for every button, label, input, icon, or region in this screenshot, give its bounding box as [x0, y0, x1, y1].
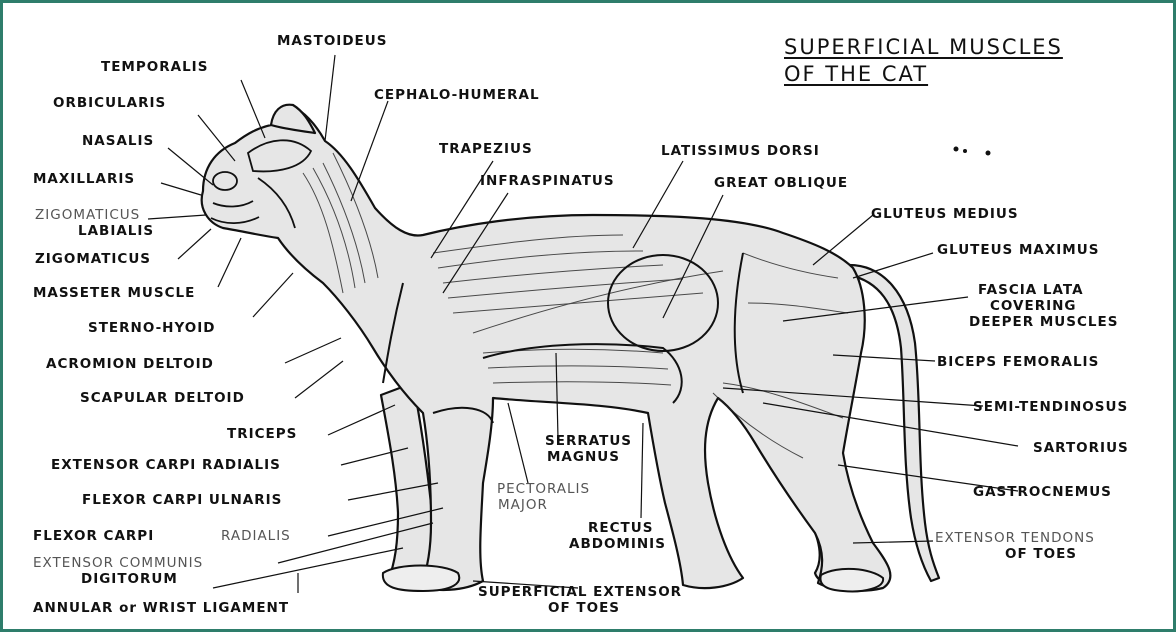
- label-superficial-extensor-2: OF TOES: [548, 602, 620, 616]
- label-flexor-carpi-radialis-b: RADIALIS: [221, 530, 291, 544]
- label-triceps: TRICEPS: [227, 428, 297, 442]
- diagram-title-line1: SUPERFICIAL MUSCLES: [784, 36, 1063, 59]
- front-paw: [383, 566, 459, 592]
- label-infraspinatus: INFRASPINATUS: [480, 175, 615, 189]
- label-rectus-2: ABDOMINIS: [569, 538, 666, 552]
- label-latissimus-dorsi: LATISSIMUS DORSI: [661, 145, 820, 159]
- label-serratus-1: SERRATUS: [545, 435, 632, 449]
- label-pectoralis-2: MAJOR: [498, 499, 548, 513]
- label-masseter-muscle: MASSETER MUSCLE: [33, 287, 195, 301]
- label-semi-tendinosus: SEMI-TENDINOSUS: [973, 401, 1128, 415]
- label-scapular-deltoid: SCAPULAR DELTOID: [80, 392, 245, 406]
- label-fascia-lata-1: FASCIA LATA: [978, 284, 1084, 298]
- label-zigomaticus-labialis-1: ZIGOMATICUS: [35, 209, 140, 223]
- label-extensor-carpi-radialis: EXTENSOR CARPI RADIALIS: [51, 459, 281, 473]
- label-extensor-tendons-1: EXTENSOR TENDONS: [935, 532, 1095, 546]
- label-great-oblique: GREAT OBLIQUE: [714, 177, 848, 191]
- label-annular-ligament: ANNULAR or WRIST LIGAMENT: [33, 602, 289, 616]
- label-temporalis: TEMPORALIS: [101, 61, 208, 75]
- label-sterno-hyoid: STERNO-HYOID: [88, 322, 215, 336]
- label-rectus-1: RECTUS: [588, 522, 653, 536]
- label-gastrocnemus: GASTROCNEMUS: [973, 486, 1112, 500]
- label-cephalo-humeral: CEPHALO-HUMERAL: [374, 89, 540, 103]
- diagram-title-line2: OF THE CAT: [784, 63, 928, 86]
- label-superficial-extensor-1: SUPERFICIAL EXTENSOR: [478, 586, 682, 600]
- label-gluteus-maximus: GLUTEUS MAXIMUS: [937, 244, 1099, 258]
- hind-paw: [820, 569, 883, 592]
- label-maxillaris: MAXILLARIS: [33, 173, 135, 187]
- label-mastoideus: MASTOIDEUS: [277, 35, 387, 49]
- label-flexor-carpi-radialis-a: FLEXOR CARPI: [33, 530, 154, 544]
- label-sartorius: SARTORIUS: [1033, 442, 1129, 456]
- label-zigomaticus-labialis-2: LABIALIS: [78, 225, 154, 239]
- label-extensor-tendons-2: OF TOES: [1005, 548, 1077, 562]
- label-biceps-femoralis: BICEPS FEMORALIS: [937, 356, 1099, 370]
- label-acromion-deltoid: ACROMION DELTOID: [46, 358, 214, 372]
- label-extensor-communis-2: DIGITORUM: [81, 573, 178, 587]
- label-trapezius: TRAPEZIUS: [439, 143, 533, 157]
- label-flexor-carpi-ulnaris: FLEXOR CARPI ULNARIS: [82, 494, 282, 508]
- label-serratus-2: MAGNUS: [547, 451, 620, 465]
- label-nasalis: NASALIS: [82, 135, 154, 149]
- label-extensor-communis-1: EXTENSOR COMMUNIS: [33, 557, 203, 571]
- label-orbicularis: ORBICULARIS: [53, 97, 166, 111]
- label-zigomaticus: ZIGOMATICUS: [35, 253, 151, 267]
- label-gluteus-medius: GLUTEUS MEDIUS: [871, 208, 1019, 222]
- label-fascia-lata-3: DEEPER MUSCLES: [969, 316, 1118, 330]
- label-fascia-lata-2: COVERING: [990, 300, 1077, 314]
- label-pectoralis-1: PECTORALIS: [497, 483, 590, 497]
